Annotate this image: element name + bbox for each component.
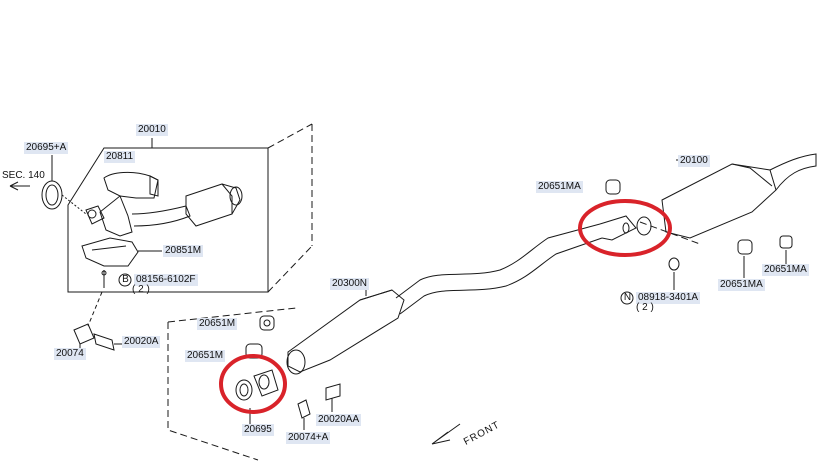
label-20074: 20074 bbox=[54, 348, 86, 360]
label-20851m: 20851M bbox=[163, 245, 204, 257]
rear-flange-shape bbox=[636, 216, 652, 236]
center-muffler bbox=[287, 289, 405, 373]
front-arrow bbox=[431, 423, 461, 445]
center-pipe bbox=[395, 223, 601, 299]
label-20651m-1: 20651M bbox=[197, 318, 238, 330]
label-20020aa: 20020AA bbox=[316, 414, 362, 426]
mount-20651ma-1-shape bbox=[605, 179, 621, 195]
label-20651ma-2: 20651MA bbox=[718, 279, 765, 291]
label-sec-140: SEC. 140 bbox=[2, 170, 45, 181]
sensor-20074a-shape bbox=[297, 399, 311, 419]
front-flange bbox=[253, 369, 279, 397]
label-20651m-2: 20651M bbox=[185, 350, 226, 362]
label-20074a: 20074+A bbox=[286, 432, 331, 444]
callout-n-circle bbox=[620, 291, 634, 305]
highlight-rear-gasket bbox=[578, 199, 672, 257]
label-20020a: 20020A bbox=[122, 336, 161, 348]
label-20695a: 20695+A bbox=[24, 142, 69, 154]
front-pipe-body bbox=[103, 171, 159, 199]
nut-08918-shape bbox=[668, 257, 680, 271]
label-20100: 20100 bbox=[678, 155, 710, 167]
label-20651ma-3: 20651MA bbox=[762, 264, 809, 276]
catalyst-group-box bbox=[67, 147, 269, 293]
label-08918-qty: ( 2 ) bbox=[636, 302, 654, 313]
label-20300n: 20300N bbox=[330, 278, 370, 290]
callout-n: N bbox=[623, 292, 632, 303]
label-20010: 20010 bbox=[136, 124, 168, 136]
callout-b-circle bbox=[118, 273, 132, 287]
sensor-20074-shape bbox=[73, 323, 95, 345]
mount-20651ma-2-shape bbox=[737, 239, 753, 255]
gasket-20695-shape bbox=[235, 379, 253, 401]
label-20811: 20811 bbox=[104, 151, 136, 163]
label-08156: 08156-6102F bbox=[134, 274, 198, 286]
callout-b: B bbox=[122, 274, 129, 285]
mount-20651m-1-shape bbox=[259, 315, 275, 331]
label-08156-qty: ( 2 ) bbox=[132, 284, 150, 295]
catalyst-converter bbox=[185, 183, 233, 227]
label-20651ma-1: 20651MA bbox=[536, 181, 583, 193]
label-20695: 20695 bbox=[242, 424, 274, 436]
mount-20651ma-3-shape bbox=[779, 235, 793, 249]
label-08918: 08918-3401A bbox=[636, 292, 701, 304]
highlight-front-gasket bbox=[219, 354, 287, 414]
heat-shield bbox=[81, 237, 139, 267]
